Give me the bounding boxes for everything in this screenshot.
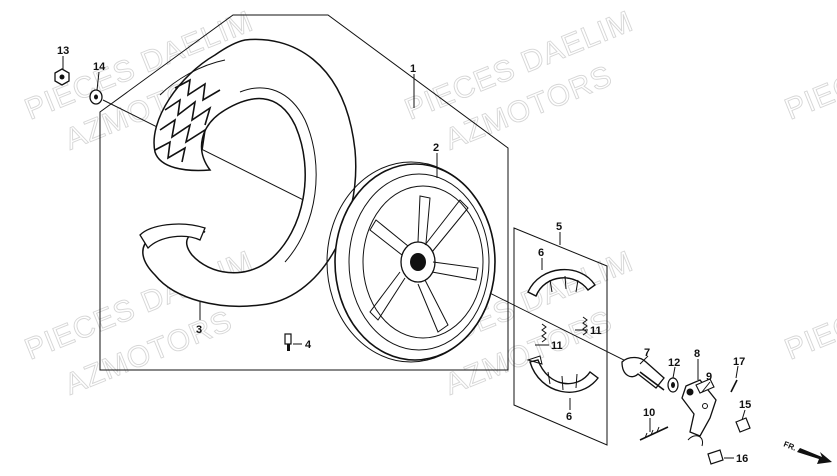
rim-spoke [369, 271, 406, 321]
washer-14-hole [94, 94, 98, 100]
rim-inner [362, 185, 484, 339]
collar-15 [735, 417, 751, 433]
tire-tread-pattern [154, 140, 187, 163]
leader-line-9 [701, 381, 711, 393]
brake-shoe-ribs [549, 275, 579, 293]
brake-spring [541, 323, 547, 343]
brake-cam-shaft [621, 356, 665, 391]
leader-line-12 [672, 366, 676, 379]
rim-lip [348, 173, 490, 351]
callout-labels: 1 2 3 4 5 6 6 7 8 9 10 11 11 12 13 14 15… [57, 45, 751, 465]
callout-4: 4 [305, 339, 312, 351]
tire-body [142, 38, 357, 307]
washer-14 [89, 89, 103, 105]
callout-2: 2 [433, 142, 439, 154]
callout-12: 12 [668, 357, 680, 369]
callout-16: 16 [736, 453, 748, 465]
watermark-text: PIECES DAELIM [780, 5, 837, 127]
spring-link [687, 435, 704, 447]
brake-arm-hole [702, 403, 708, 409]
rim-flange [326, 161, 496, 363]
pin-17 [730, 379, 738, 393]
callout-11-left: 11 [551, 340, 563, 352]
rim-spoke [417, 195, 431, 244]
leader-lines [62, 56, 746, 459]
brake-shoe-ribs [547, 371, 578, 391]
callout-6-upper: 6 [538, 247, 544, 259]
rim-hub-bore [410, 253, 426, 271]
leader-line-7 [639, 355, 649, 365]
rim-spoke [369, 219, 409, 256]
tire-tread-line [159, 59, 226, 96]
brake-arm-bore [686, 388, 694, 396]
tire [139, 38, 357, 307]
wheel-assembly-outline [99, 14, 509, 371]
bolt-10 [639, 426, 669, 441]
callout-8: 8 [694, 348, 700, 360]
brake-cam [621, 356, 665, 389]
leader-line-15 [741, 409, 746, 421]
cap-16-body [707, 449, 724, 465]
bolt-10-thread [644, 426, 660, 439]
brake-shoe-tab [526, 355, 543, 365]
rim-spoke [424, 199, 469, 253]
leader-line-14 [96, 71, 100, 91]
brake-cam-spline [639, 371, 665, 391]
callout-6-lower: 6 [566, 411, 572, 423]
pin-17-shank [730, 379, 738, 393]
front-direction-indicator: FR. [782, 440, 832, 464]
valve-4 [284, 333, 292, 351]
rim-spoke [431, 261, 479, 281]
callout-1: 1 [410, 63, 416, 75]
washer-12-hole [671, 382, 675, 388]
callout-17: 17 [733, 356, 745, 368]
tire-tread-pattern [159, 118, 207, 151]
tire-tread-pattern [174, 78, 221, 102]
brake-shoe-group-outline [513, 227, 608, 446]
brake-shoe-web [535, 277, 589, 297]
callout-15: 15 [739, 399, 751, 411]
leader-line-17 [735, 365, 739, 379]
brake-springs [541, 316, 588, 343]
callout-5: 5 [556, 221, 562, 233]
arrow-right-icon [797, 448, 832, 464]
rim [326, 161, 496, 363]
brake-shoe-upper [527, 269, 596, 297]
front-direction-label: FR. [782, 440, 797, 453]
callout-7: 7 [644, 347, 650, 359]
cap-16 [707, 449, 724, 465]
bolt-10-shank [639, 426, 669, 441]
nut-13-bore [59, 74, 65, 80]
tire-inner-edge [239, 87, 317, 263]
brake-spring [582, 316, 588, 336]
nut-13 [54, 68, 70, 86]
valve-4-body [284, 333, 292, 345]
callout-3: 3 [196, 324, 202, 336]
valve-4-stem [287, 344, 290, 351]
callout-13: 13 [57, 45, 69, 57]
callout-10: 10 [643, 407, 655, 419]
brake-shoe-lining [529, 359, 599, 393]
callout-14: 14 [93, 61, 106, 73]
brake-shoe-lower [526, 355, 599, 393]
collar-15-body [735, 417, 751, 433]
callout-11-right: 11 [590, 325, 602, 337]
tire-inner-edge [224, 98, 306, 261]
rim-spoke [417, 279, 449, 333]
watermark-text: PIECES DAELIM [780, 245, 837, 367]
tire-cutaway-section [139, 223, 206, 250]
tire-tread-pattern [164, 98, 212, 126]
callout-9: 9 [706, 371, 712, 383]
